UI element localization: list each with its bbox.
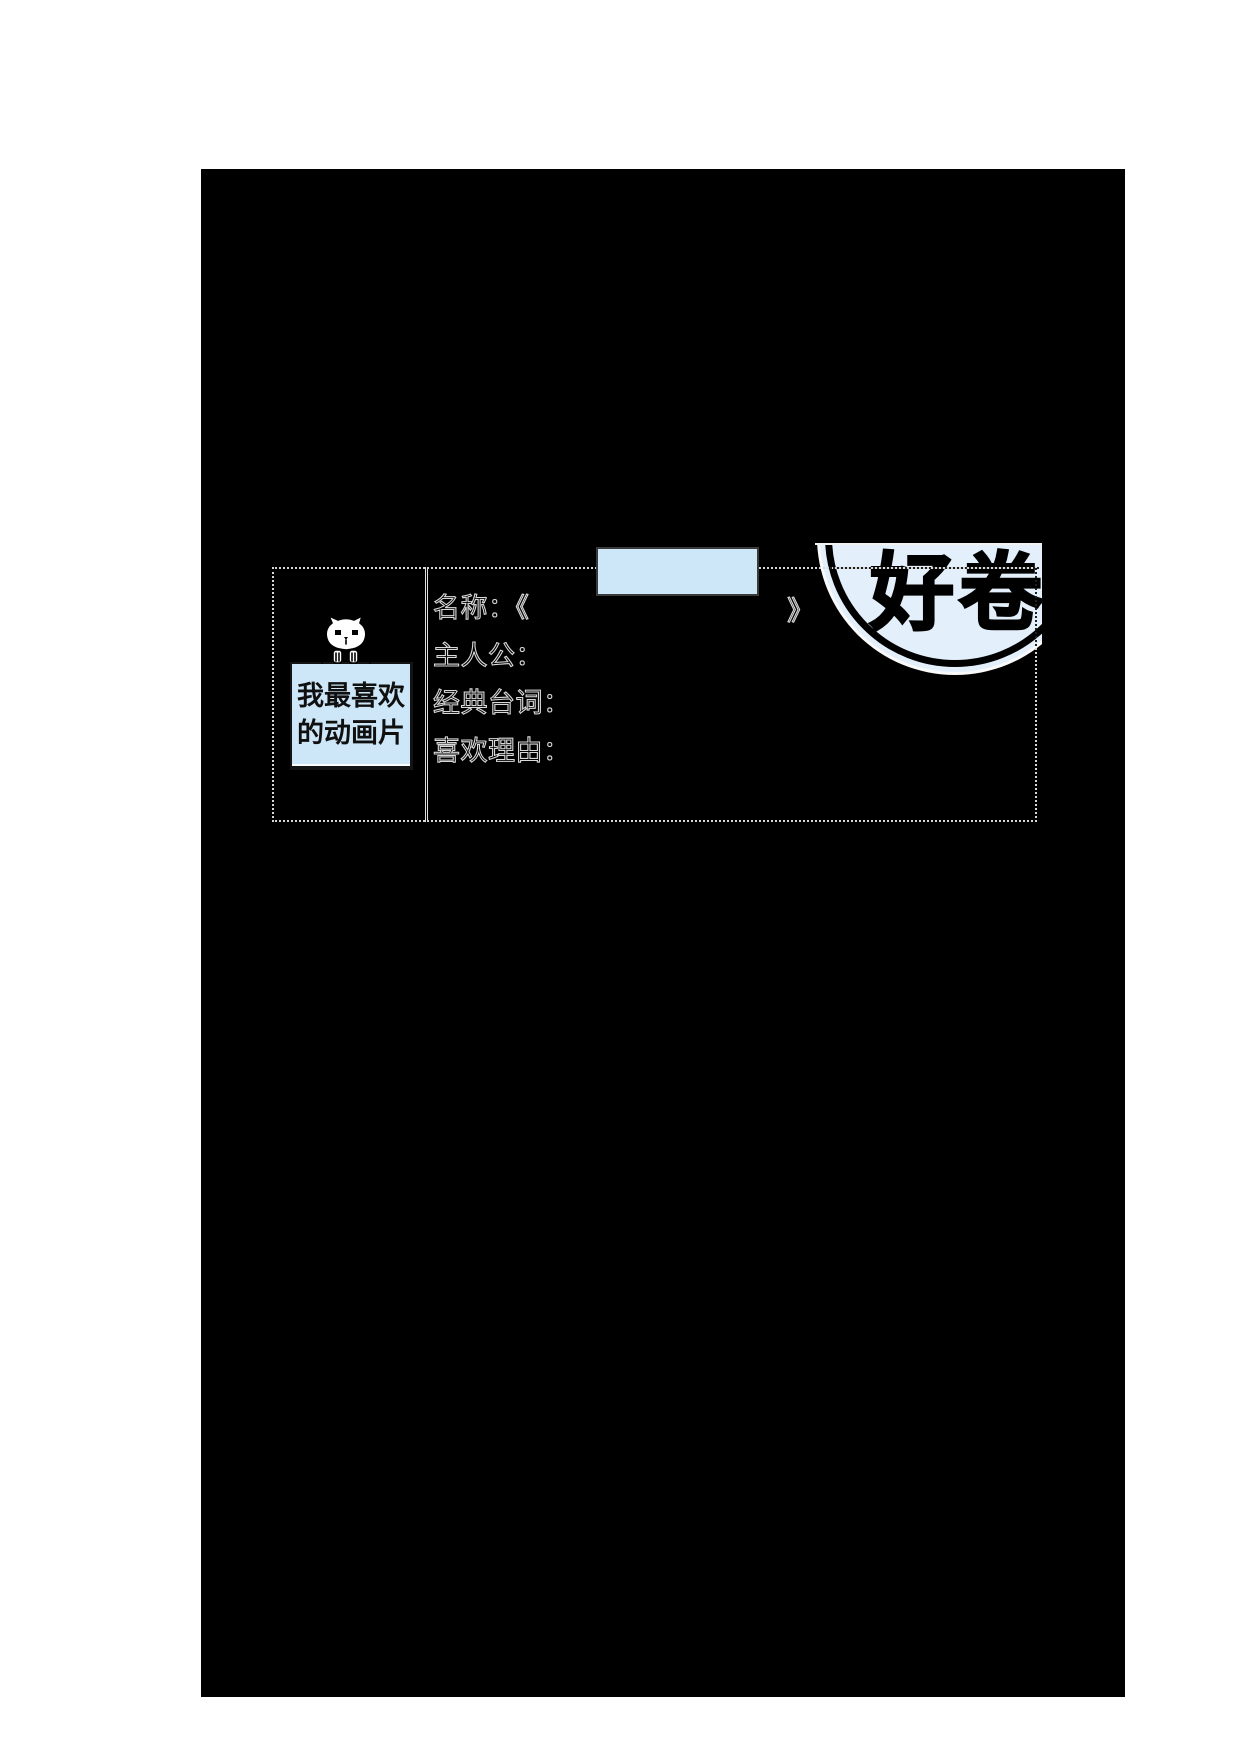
answer-cover-box bbox=[596, 547, 759, 596]
topic-panel: 我最喜欢 的动画片 bbox=[290, 662, 413, 770]
field-label-classic-lines: 经典台词： bbox=[432, 687, 571, 718]
topic-line-1: 我最喜欢 bbox=[297, 681, 405, 711]
worksheet-card: 好 卷 bbox=[272, 543, 1042, 822]
field-label-protagonist: 主人公： bbox=[432, 640, 543, 671]
grading-stamp: 好 卷 bbox=[815, 543, 1042, 676]
title-close-bracket: 》 bbox=[786, 595, 814, 626]
cat-icon bbox=[303, 614, 383, 664]
stamp-char-2: 卷 bbox=[958, 546, 1042, 640]
stamp-char-1: 好 bbox=[869, 546, 956, 640]
scan-dark-area: 好 卷 bbox=[201, 169, 1125, 1697]
field-label-reason: 喜欢理由： bbox=[432, 735, 571, 766]
card-divider-line bbox=[425, 567, 428, 822]
topic-line-2: 的动画片 bbox=[297, 718, 405, 748]
field-label-title: 名称：《 bbox=[432, 592, 530, 623]
